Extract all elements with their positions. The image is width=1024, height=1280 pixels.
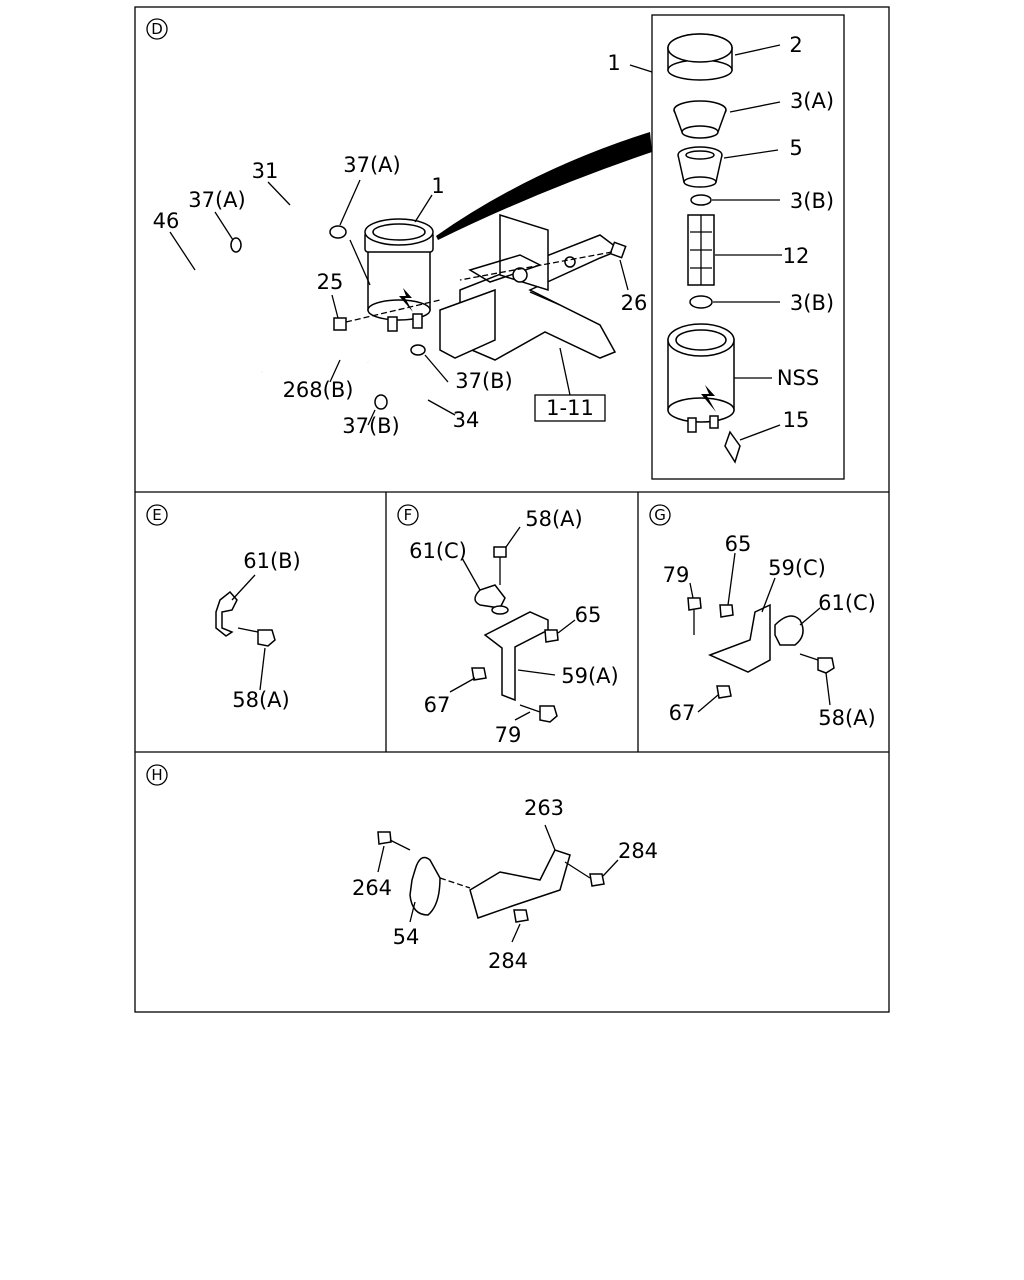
label-58a: 58(A) — [818, 706, 875, 730]
label-61c: 61(C) — [409, 539, 467, 563]
bolt-25 — [333, 317, 347, 331]
section-g-drawing: 65 79 59(C) 61(C) 67 58(A) — [663, 532, 876, 730]
label-inset-5: 5 — [789, 136, 802, 160]
label-inset-1: 1 — [607, 51, 620, 75]
label-58a: 58(A) — [232, 688, 289, 712]
bolt-264 — [377, 831, 392, 845]
bolt-26 — [609, 241, 627, 259]
label-inset-3b-bottom: 3(B) — [790, 291, 834, 315]
label-263: 263 — [524, 796, 564, 820]
section-d-marker: D — [146, 18, 168, 40]
ref-box-1-11 — [534, 394, 606, 422]
label-67: 67 — [669, 701, 696, 725]
bolt-58a — [257, 629, 276, 647]
bracket-assembly — [439, 213, 622, 361]
label-284-right: 284 — [618, 839, 658, 863]
nut-284-right — [589, 873, 605, 887]
bracket-263 — [469, 849, 571, 919]
label-26: 26 — [621, 291, 648, 315]
section-e-marker: E — [146, 504, 168, 526]
label-61c: 61(C) — [818, 591, 876, 615]
inset-pointer — [436, 132, 652, 240]
clamp-37b-bottom — [374, 394, 388, 410]
clamp-54 — [409, 856, 441, 916]
clamp-61c — [774, 615, 804, 646]
section-f-drawing: 58(A) 61(C) 65 59(A) 67 79 — [409, 507, 619, 747]
label-37b-bottom: 37(B) — [342, 414, 400, 438]
label-67: 67 — [424, 693, 451, 717]
diagram-frame — [134, 6, 890, 1013]
clamp-37b-right — [410, 344, 426, 356]
label-59c: 59(C) — [768, 556, 826, 580]
section-f-marker: F — [397, 504, 419, 526]
bracket-59c — [708, 603, 771, 673]
section-h-marker: H — [146, 764, 168, 786]
label-31: 31 — [252, 159, 279, 183]
label-79: 79 — [495, 723, 522, 747]
label-1: 1 — [431, 174, 444, 198]
label-1-11: 1-11 — [546, 396, 594, 420]
section-e-drawing: 61(B) 58(A) — [215, 549, 301, 712]
label-284-bottom: 284 — [488, 949, 528, 973]
clamp-37a-top — [329, 225, 347, 239]
svg-text:D: D — [151, 20, 163, 38]
clamp-61c — [474, 584, 506, 609]
nut-65 — [544, 629, 559, 643]
section-d-drawing: 31 37(A) 37(A) 46 1 25 26 268(B) 37(B) 3… — [153, 14, 845, 480]
label-79: 79 — [663, 563, 690, 587]
label-264: 264 — [352, 876, 392, 900]
label-58a: 58(A) — [525, 507, 582, 531]
label-inset-2: 2 — [789, 33, 802, 57]
bolt-58a — [817, 657, 835, 674]
section-h-drawing: 263 284 264 54 284 — [352, 796, 658, 973]
label-37b-right: 37(B) — [455, 369, 513, 393]
nut-284-bottom — [513, 909, 529, 923]
svg-text:F: F — [404, 506, 413, 524]
label-inset-15: 15 — [783, 408, 810, 432]
label-65: 65 — [575, 603, 602, 627]
inset-parts — [629, 33, 782, 464]
label-37a-left: 37(A) — [188, 188, 245, 212]
section-g-marker: G — [649, 504, 671, 526]
label-65: 65 — [725, 532, 752, 556]
label-54: 54 — [393, 925, 420, 949]
nut-67 — [471, 667, 487, 681]
bolt-79 — [539, 705, 558, 723]
label-inset-3a: 3(A) — [790, 89, 834, 113]
bolt-79 — [687, 597, 702, 611]
label-61b: 61(B) — [243, 549, 301, 573]
svg-text:G: G — [654, 506, 666, 524]
label-inset-nss: NSS — [777, 366, 819, 390]
bolt-58a — [493, 546, 507, 558]
label-25: 25 — [317, 270, 344, 294]
label-inset-3b-top: 3(B) — [790, 189, 834, 213]
svg-text:E: E — [152, 506, 161, 524]
label-268b: 268(B) — [283, 378, 354, 402]
label-34: 34 — [453, 408, 480, 432]
svg-text:H: H — [151, 766, 162, 784]
nut-67 — [716, 685, 732, 699]
inset-box — [651, 14, 845, 480]
bracket-59a — [483, 611, 549, 702]
clamp-37a-left — [230, 237, 242, 253]
label-inset-12: 12 — [783, 244, 810, 268]
label-37a-top: 37(A) — [343, 153, 400, 177]
label-46: 46 — [153, 209, 180, 233]
nut-65 — [719, 604, 734, 618]
reservoir-tank — [364, 218, 434, 332]
label-59a: 59(A) — [561, 664, 618, 688]
